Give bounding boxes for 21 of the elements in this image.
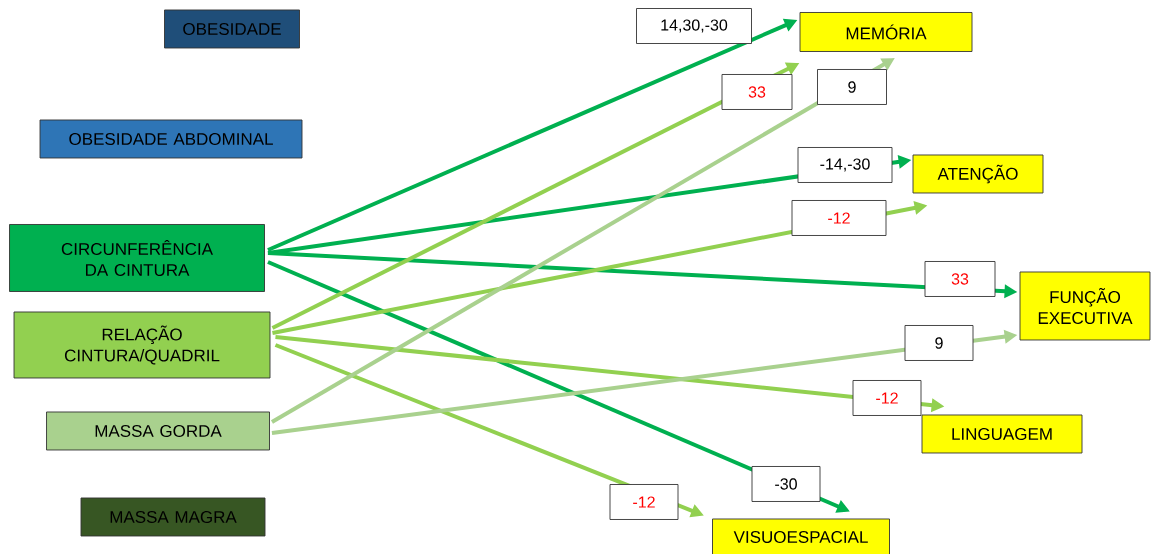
outcome-box: VISUOESPACIAL: [712, 518, 890, 554]
edge-label: 9: [817, 69, 887, 105]
edge-label: -12: [791, 200, 887, 236]
edge-label: -12: [609, 484, 679, 520]
category-box: OBESIDADE ABDOMINAL: [39, 119, 303, 159]
measure-box: MASSA MAGRA: [80, 497, 266, 537]
outcome-box: ATENÇÃO: [912, 154, 1044, 194]
measure-box: RELAÇÃO CINTURA/QUADRIL: [13, 311, 271, 379]
edge-label: 9: [904, 325, 974, 361]
measure-box: CIRCUNFERÊNCIA DA CINTURA: [9, 224, 265, 292]
measure-box: MASSA GORDA: [46, 411, 270, 451]
edge-label: -30: [751, 466, 821, 502]
edge-label: -12: [852, 380, 922, 416]
edge-label: 33: [924, 261, 996, 297]
edge-label: 14,30,-30: [636, 8, 752, 44]
category-box: OBESIDADE: [164, 9, 300, 49]
outcome-box: FUNÇÃO EXECUTIVA: [1019, 271, 1151, 341]
edge-label: -14,-30: [797, 147, 893, 183]
outcome-box: MEMÓRIA: [799, 12, 973, 52]
edge-label: 33: [721, 74, 793, 110]
outcome-box: LINGUAGEM: [921, 414, 1083, 454]
